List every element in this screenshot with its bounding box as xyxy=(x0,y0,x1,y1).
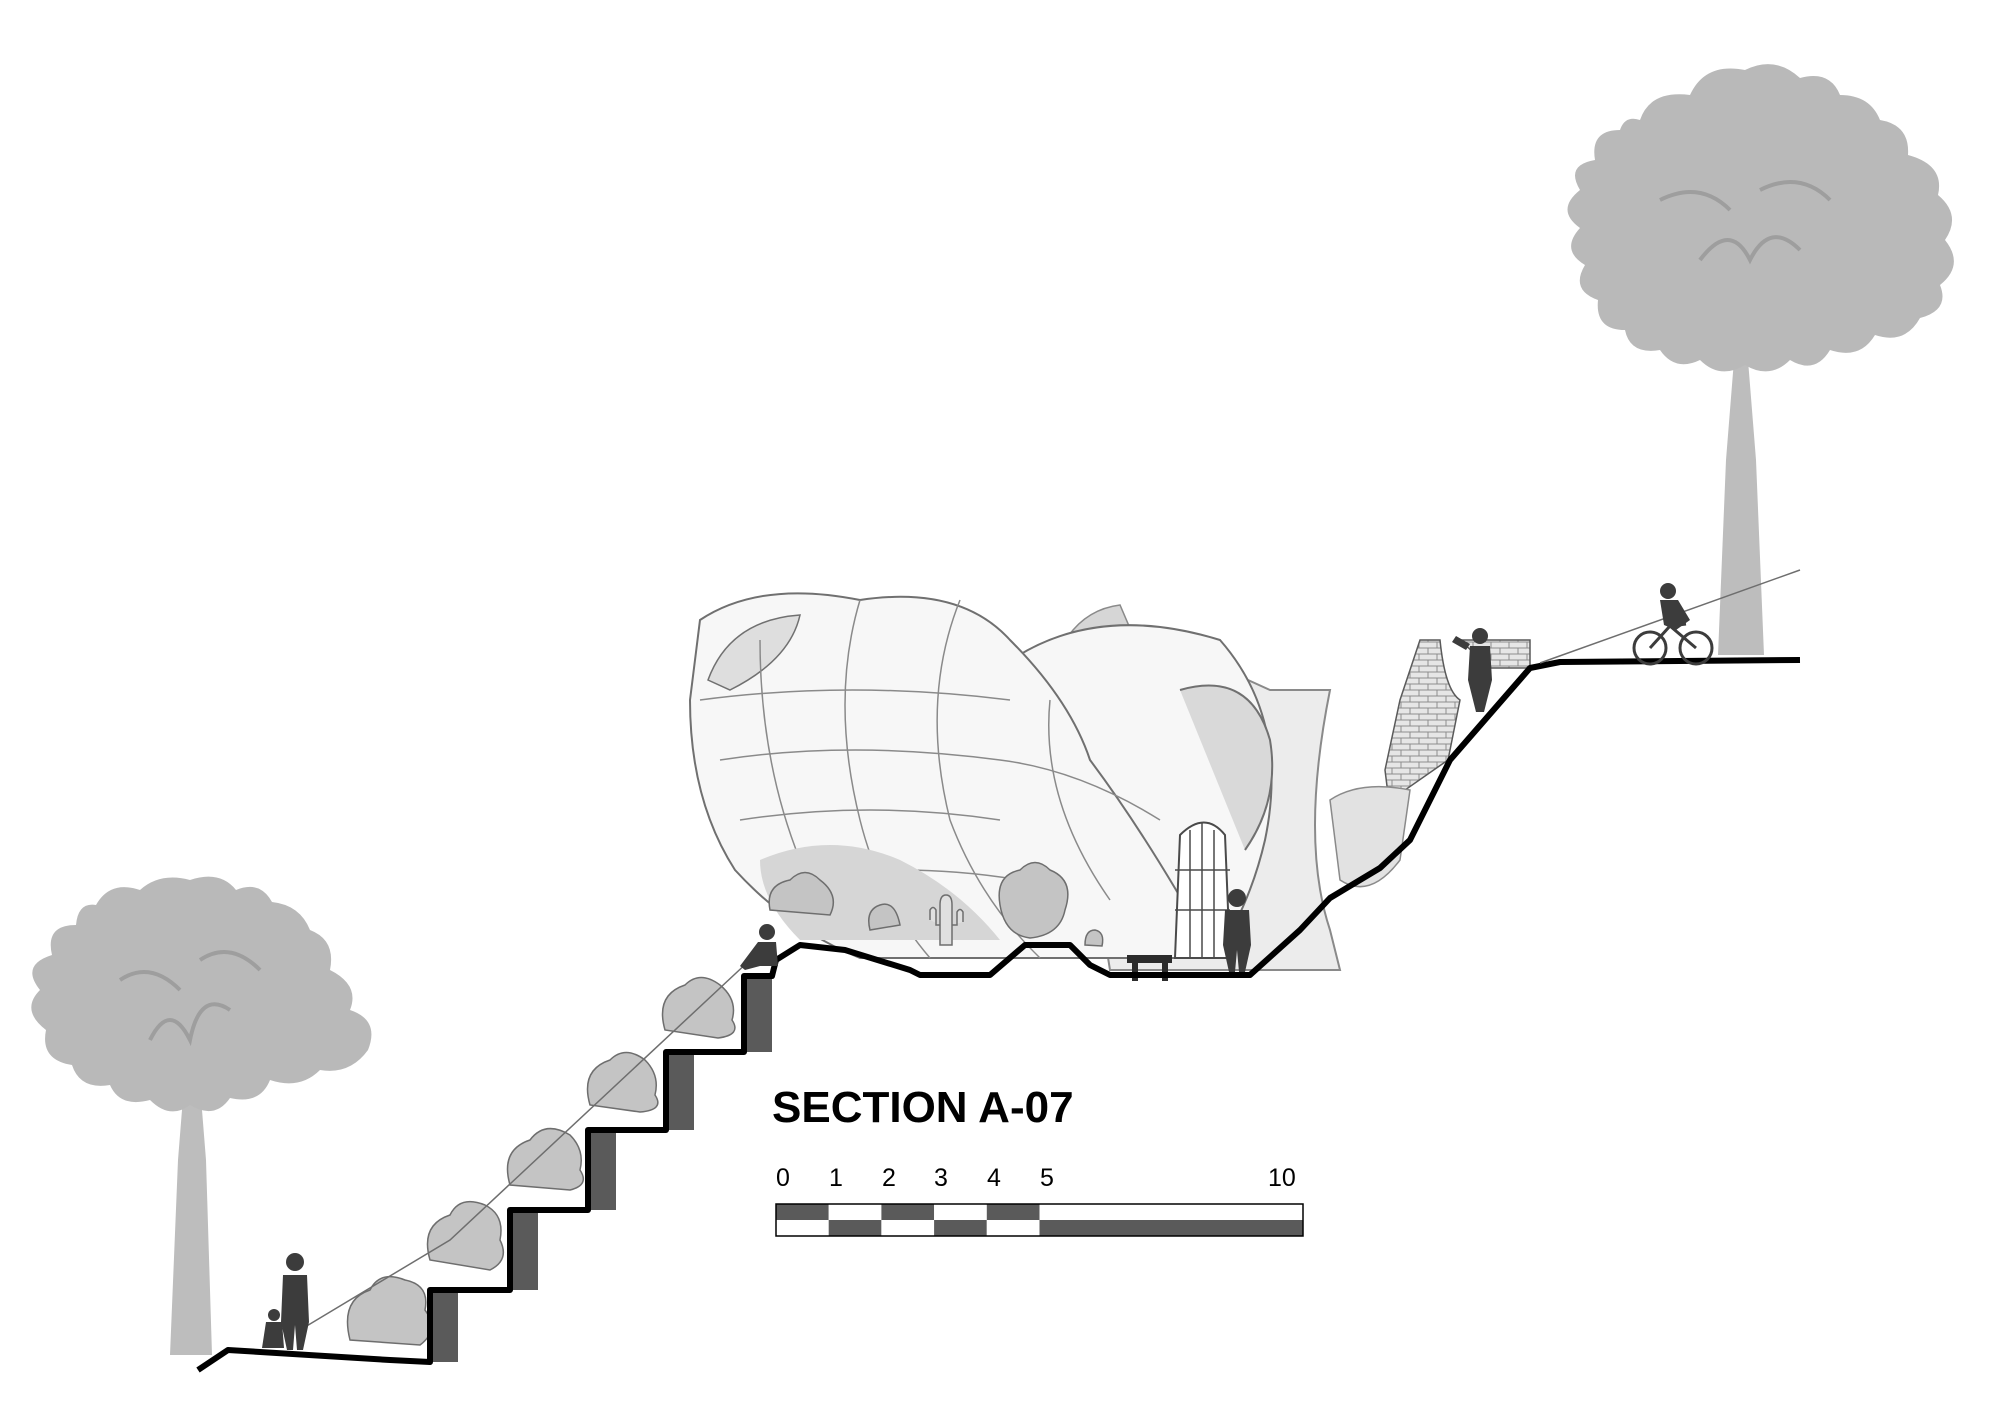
scale-segment-top xyxy=(986,1204,1040,1220)
shell-pavilion xyxy=(688,592,1342,971)
section-title: SECTION A-07 xyxy=(772,1083,1074,1132)
dog-icon xyxy=(262,1309,284,1348)
scale-label-1: 1 xyxy=(829,1164,843,1192)
scale-label-3: 3 xyxy=(934,1164,948,1192)
shrub-icon xyxy=(346,861,1104,1346)
scale-segment-top xyxy=(881,1204,935,1220)
cactus-icon xyxy=(929,894,964,946)
right-tree-icon xyxy=(1567,64,1954,655)
scale-bar-outline xyxy=(775,1203,1304,1237)
stair-walls xyxy=(430,976,772,1362)
person-icon xyxy=(281,1253,309,1350)
scale-segment-top xyxy=(776,1204,829,1220)
scale-segment-top xyxy=(828,1204,882,1220)
person-icon xyxy=(740,924,778,970)
scale-segments xyxy=(776,1204,1303,1236)
stair-railing xyxy=(299,959,751,1331)
scale-label-4: 4 xyxy=(987,1164,1001,1192)
scale-segment-top xyxy=(1039,1204,1303,1220)
scale-labels: 0 1 2 3 4 5 10 xyxy=(776,1164,1296,1192)
person-icon xyxy=(1452,628,1492,712)
scale-label-2: 2 xyxy=(882,1164,896,1192)
left-tree-icon xyxy=(31,876,372,1355)
scale-segment-bottom xyxy=(828,1220,882,1236)
stone-wall xyxy=(1329,639,1531,888)
cyclist-icon xyxy=(1632,583,1714,666)
person-icon xyxy=(1223,889,1251,972)
scale-segment-bottom xyxy=(986,1220,1040,1236)
scale-segment-bottom xyxy=(881,1220,935,1236)
scale-label-10: 10 xyxy=(1268,1164,1296,1192)
ground-section-line xyxy=(196,657,1801,1373)
scale-segment-bottom xyxy=(776,1220,829,1236)
scale-bar: 0 1 2 3 4 5 10 xyxy=(775,1164,1304,1237)
scale-label-5: 5 xyxy=(1040,1164,1054,1192)
scale-label-0: 0 xyxy=(776,1164,790,1192)
scale-segment-bottom xyxy=(1039,1220,1303,1236)
scale-segment-bottom xyxy=(934,1220,987,1236)
scale-segment-top xyxy=(934,1204,987,1220)
